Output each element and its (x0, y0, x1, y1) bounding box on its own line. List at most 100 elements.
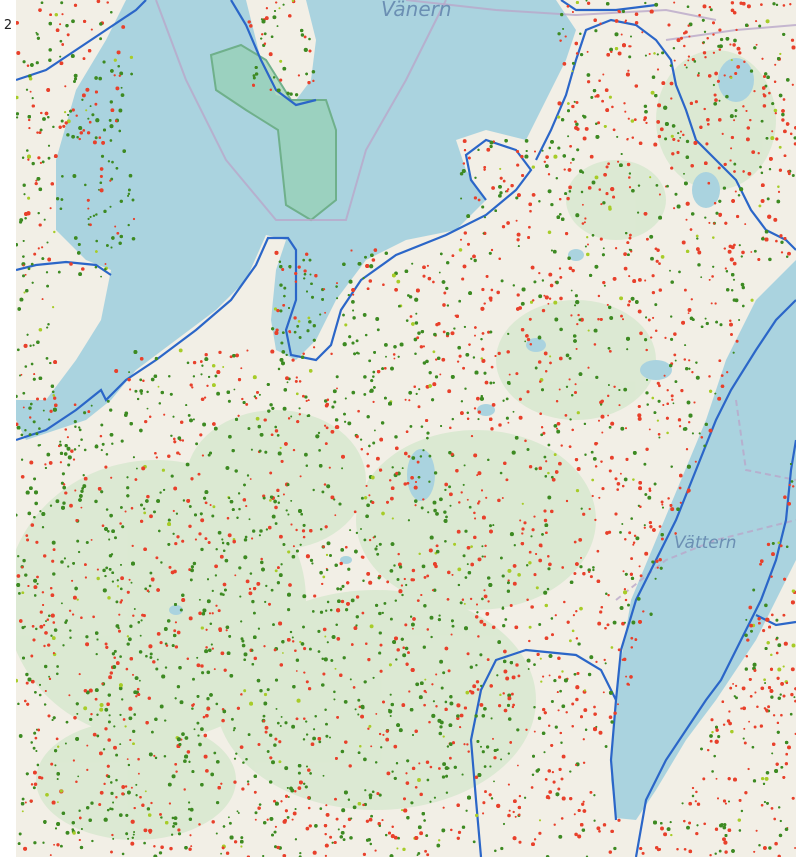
observation-dot (627, 69, 630, 72)
observation-dot (259, 688, 263, 693)
observation-dot (106, 399, 110, 403)
observation-dot (76, 251, 81, 255)
observation-dot (321, 490, 325, 494)
observation-dot (115, 624, 120, 628)
observation-dot (24, 801, 27, 804)
observation-dot (619, 472, 622, 475)
observation-dot (698, 13, 701, 17)
observation-dot (274, 845, 277, 849)
observation-dot (277, 501, 280, 504)
observation-dot (659, 127, 664, 132)
observation-dot (269, 471, 273, 475)
observation-dot (362, 276, 365, 280)
map-view[interactable]: Vänern Vättern (16, 0, 796, 857)
observation-dot (635, 536, 640, 541)
observation-dot (312, 324, 316, 328)
observation-dot (368, 279, 373, 283)
observation-dot (439, 497, 443, 502)
observation-dot (658, 557, 662, 562)
observation-dot (780, 713, 783, 717)
observation-dot (324, 854, 328, 857)
observation-dot (287, 608, 291, 612)
observation-dot (582, 512, 586, 516)
observation-dot (483, 589, 486, 592)
observation-dot (661, 51, 665, 55)
observation-dot (104, 642, 108, 646)
observation-dot (596, 826, 601, 831)
observation-dot (390, 702, 394, 707)
observation-dot (466, 563, 469, 566)
observation-dot (274, 569, 278, 573)
observation-dot (281, 268, 285, 271)
observation-dot (685, 155, 690, 159)
observation-dot (260, 557, 263, 561)
observation-dot (51, 559, 55, 563)
observation-dot (426, 431, 430, 435)
observation-dot (253, 656, 258, 661)
observation-dot (20, 474, 25, 479)
observation-dot (486, 147, 491, 152)
observation-dot (240, 367, 243, 370)
observation-dot (289, 92, 293, 96)
observation-dot (24, 273, 27, 276)
observation-dot (587, 568, 591, 572)
observation-dot (619, 531, 622, 534)
observation-dot (148, 584, 152, 588)
observation-dot (688, 801, 693, 806)
observation-dot (53, 396, 57, 400)
observation-dot (362, 803, 365, 807)
observation-dot (71, 134, 75, 139)
observation-dot (444, 539, 447, 543)
observation-dot (720, 374, 724, 377)
observation-dot (349, 678, 352, 681)
observation-dot (156, 632, 161, 636)
observation-dot (709, 8, 713, 12)
observation-dot (729, 322, 733, 327)
observation-dot (163, 413, 166, 416)
observation-dot (55, 672, 59, 676)
observation-dot (368, 538, 372, 542)
lake-vattern (611, 260, 796, 820)
observation-dot (271, 760, 275, 765)
small-lakes (169, 58, 754, 615)
observation-dot (691, 786, 695, 790)
observation-dot (186, 361, 190, 365)
observation-dot (357, 409, 360, 413)
observation-dot (62, 644, 65, 647)
observation-dot (547, 230, 552, 235)
observation-dot (27, 267, 31, 271)
observation-dot (149, 514, 153, 519)
observation-dot (143, 841, 146, 845)
observation-dot (535, 552, 538, 556)
observation-dot (274, 331, 279, 335)
observation-dot (516, 728, 520, 732)
observation-dot (96, 568, 99, 571)
observation-dot (736, 65, 741, 69)
observation-dot (254, 811, 258, 815)
observation-dot (566, 196, 570, 201)
observation-dot (250, 448, 253, 451)
observation-dot (282, 853, 287, 857)
observation-dot (81, 93, 86, 98)
observation-dot (290, 415, 293, 418)
observation-dot (507, 579, 510, 582)
observation-dot (426, 778, 430, 782)
observation-dot (69, 629, 72, 632)
observation-dot (110, 791, 114, 796)
observation-dot (44, 463, 47, 466)
observation-dot (132, 614, 135, 617)
observation-dot (115, 600, 119, 604)
observation-dot (236, 810, 239, 813)
observation-dot (281, 652, 284, 654)
observation-dot (417, 851, 421, 855)
observation-dot (610, 720, 614, 724)
observation-dot (472, 356, 476, 359)
map-canvas[interactable]: Vänern Vättern (16, 0, 796, 857)
observation-dot (196, 656, 199, 659)
observation-dot (773, 217, 778, 222)
observation-dot (98, 76, 103, 81)
observation-dot (481, 750, 485, 754)
observation-dot (381, 819, 384, 822)
observation-dot (139, 389, 144, 393)
observation-dot (59, 39, 63, 43)
